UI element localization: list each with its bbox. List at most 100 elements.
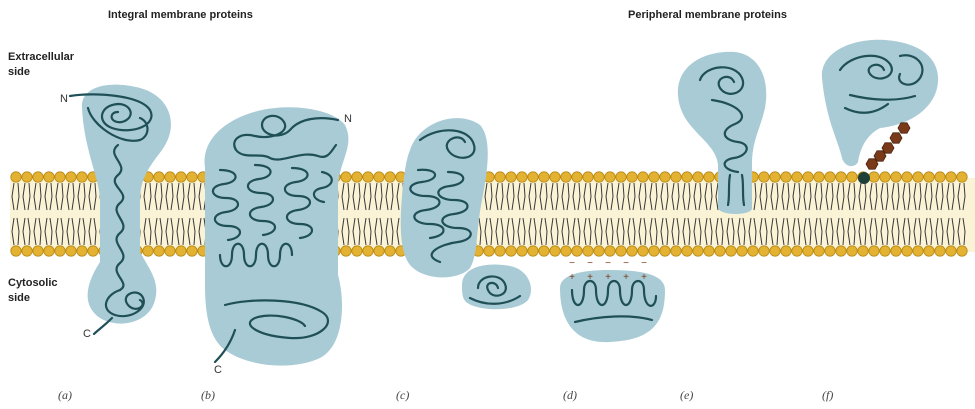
lipid-headgroup: [891, 246, 901, 256]
extracellular-line1: Extracellular: [8, 50, 74, 65]
lipid-headgroup: [913, 172, 923, 182]
lipid-headgroup: [143, 246, 153, 256]
protein-f: [822, 40, 938, 184]
lipid-headgroup: [11, 172, 21, 182]
lipid-headgroup: [176, 246, 186, 256]
panel-label-d: (d): [563, 388, 577, 403]
lipid-headgroup: [869, 246, 879, 256]
lipid-headgroup: [539, 172, 549, 182]
panel-label-f: (f): [822, 388, 833, 403]
lipid-headgroup: [517, 172, 527, 182]
lipid-headgroup: [594, 246, 604, 256]
lipid-headgroup: [55, 172, 65, 182]
panel-label-b: (b): [201, 388, 215, 403]
lipid-headgroup: [913, 246, 923, 256]
lipid-headgroup: [352, 246, 362, 256]
lipid-headgroup: [946, 172, 956, 182]
lipid-headgroup: [22, 172, 32, 182]
lipid-headgroup: [748, 246, 758, 256]
lipid-headgroup: [363, 172, 373, 182]
lipid-headgroup: [55, 246, 65, 256]
sugar-anchor-unit: [890, 133, 902, 143]
lipid-headgroup: [638, 172, 648, 182]
lipid-headgroup: [22, 246, 32, 256]
lipid-headgroup: [737, 246, 747, 256]
panel-label-e: (e): [680, 388, 693, 403]
charge-minus: −: [605, 258, 611, 269]
lipid-headgroup: [693, 172, 703, 182]
lipid-headgroup: [682, 172, 692, 182]
lipid-headgroup: [187, 246, 197, 256]
lipid-headgroup: [715, 246, 725, 256]
charge-minus: −: [587, 258, 593, 269]
lipid-headgroup: [814, 246, 824, 256]
lipid-headgroup: [154, 246, 164, 256]
lipid-headgroup: [187, 172, 197, 182]
lipid-headgroup: [814, 172, 824, 182]
lipid-headgroup: [605, 172, 615, 182]
lipid-headgroup: [506, 246, 516, 256]
heading-peripheral: Peripheral membrane proteins: [628, 9, 787, 21]
lipid-headgroup: [341, 246, 351, 256]
lipid-headgroup: [682, 246, 692, 256]
lipid-headgroup: [594, 172, 604, 182]
lipid-headgroup: [836, 246, 846, 256]
charge-plus: +: [641, 272, 647, 283]
lipid-headgroup: [66, 172, 76, 182]
sugar-anchor-unit: [898, 123, 910, 133]
lipid-headgroup: [572, 172, 582, 182]
lipid-headgroup: [726, 246, 736, 256]
lipid-headgroup: [44, 172, 54, 182]
lipid-headgroup: [341, 172, 351, 182]
lipid-headgroup: [704, 172, 714, 182]
lipid-headgroup: [671, 246, 681, 256]
lipid-headgroup: [165, 246, 175, 256]
lipid-headgroup: [869, 172, 879, 182]
extracellular-label: Extracellular side: [8, 50, 74, 80]
lipid-headgroup: [154, 172, 164, 182]
lipid-headgroup: [638, 246, 648, 256]
lipid-headgroup: [385, 246, 395, 256]
protein-f-shape: [822, 40, 938, 166]
lipid-headgroup: [946, 246, 956, 256]
lipid-headgroup: [484, 246, 494, 256]
lipid-headgroup: [550, 172, 560, 182]
lipid-headgroup: [506, 172, 516, 182]
lipid-headgroup: [77, 246, 87, 256]
lipid-headgroup: [924, 172, 934, 182]
lipid-headgroup: [880, 172, 890, 182]
lipid-headgroup: [649, 246, 659, 256]
charge-minus: −: [641, 258, 647, 269]
charge-minus: −: [569, 258, 575, 269]
lipid-headgroup: [495, 172, 505, 182]
lipid-headgroup: [517, 246, 527, 256]
lipid-headgroup: [957, 246, 967, 256]
lipid-headgroup: [561, 246, 571, 256]
lipid-headgroup: [924, 246, 934, 256]
lipid-headgroup: [495, 246, 505, 256]
lipid-headgroup: [165, 172, 175, 182]
lipid-headgroup: [781, 172, 791, 182]
lipid-headgroup: [803, 172, 813, 182]
terminal-a-n: N: [60, 93, 68, 105]
lipid-headgroup: [44, 246, 54, 256]
lipid-headgroup: [33, 246, 43, 256]
lipid-bilayer: [10, 172, 975, 256]
lipid-headgroup: [792, 246, 802, 256]
sugar-anchor-unit: [866, 159, 878, 169]
lipid-headgroup: [583, 172, 593, 182]
protein-b: [205, 107, 349, 365]
lipid-headgroup: [880, 246, 890, 256]
lipid-headgroup: [660, 172, 670, 182]
lipid-headgroup: [902, 246, 912, 256]
terminal-a-c: C: [83, 328, 91, 340]
lipid-headgroup: [385, 172, 395, 182]
lipid-headgroup: [88, 246, 98, 256]
lipid-headgroup: [66, 246, 76, 256]
charge-plus: +: [623, 272, 629, 283]
lipid-headgroup: [770, 246, 780, 256]
lipid-headgroup: [11, 246, 21, 256]
terminal-b-n: N: [344, 113, 352, 125]
lipid-headgroup: [704, 246, 714, 256]
